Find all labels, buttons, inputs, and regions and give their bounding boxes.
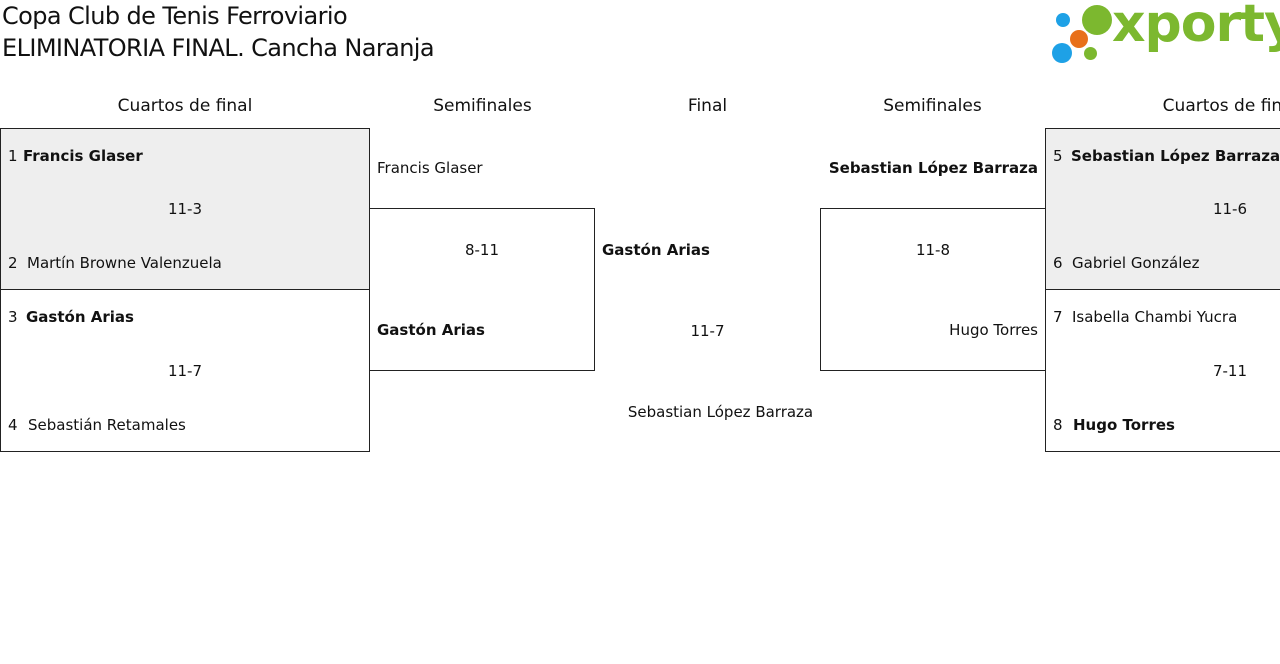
player-name: Martín Browne Valenzuela (27, 254, 222, 272)
match-score: 11-3 (167, 200, 203, 218)
round-header-right-semis: Semifinales (883, 96, 982, 116)
match-qf1[interactable]: 1 Francis Glaser 11-3 2 Martín Browne Va… (0, 128, 370, 290)
seed-number: 3 (8, 308, 18, 326)
logo-green-small-dot-icon (1084, 47, 1097, 60)
bracket-subtitle: ELIMINATORIA FINAL. Cancha Naranja (2, 34, 435, 62)
logo-blue-dot-icon (1056, 13, 1070, 27)
player-name: Hugo Torres (949, 321, 1038, 339)
seed-number: 1 (8, 147, 18, 165)
player-name: Gabriel González (1072, 254, 1200, 272)
match-qf2[interactable]: 3 Gastón Arias 11-7 4 Sebastián Retamale… (0, 289, 370, 452)
match-score: 11-7 (167, 362, 203, 380)
round-header-left-quarters: Cuartos de final (117, 96, 253, 116)
match-qf4[interactable]: 7 Isabella Chambi Yucra 7-11 8 Hugo Torr… (1045, 289, 1280, 452)
player-name-winner: Francis Glaser (23, 147, 143, 165)
seed-number: 2 (8, 254, 18, 272)
match-score: 7-11 (1212, 362, 1248, 380)
round-header-left-semis: Semifinales (433, 96, 532, 116)
logo-orange-dot-icon (1070, 30, 1088, 48)
final-player-top-winner: Gastón Arias (602, 241, 710, 259)
match-qf3[interactable]: 5 Sebastian López Barraza 11-6 6 Gabriel… (1045, 128, 1280, 290)
round-header-final: Final (687, 96, 728, 116)
player-name: Isabella Chambi Yucra (1072, 308, 1238, 326)
logo-green-dot-icon (1082, 5, 1112, 35)
seed-number: 5 (1053, 147, 1063, 165)
semifinal-right-player-top-winner: Sebastian López Barraza (828, 159, 1038, 177)
match-score: 8-11 (464, 241, 500, 259)
match-sf-left[interactable]: 8-11 Gastón Arias (369, 208, 595, 371)
seed-number: 7 (1053, 308, 1063, 326)
tournament-title: Copa Club de Tenis Ferroviario (2, 2, 348, 30)
player-name-winner: Sebastian López Barraza (1071, 147, 1280, 165)
logo-wordmark: xporty (1112, 0, 1280, 54)
xporty-logo: xporty (1050, 0, 1280, 68)
round-header-right-quarters: Cuartos de final (1162, 96, 1280, 116)
seed-number: 6 (1053, 254, 1063, 272)
semifinal-left-player-top: Francis Glaser (377, 159, 483, 177)
final-score: 11-7 (690, 322, 725, 340)
seed-number: 4 (8, 416, 18, 434)
match-sf-right[interactable]: 11-8 Hugo Torres (820, 208, 1046, 371)
player-name: Sebastián Retamales (28, 416, 186, 434)
player-name-winner: Hugo Torres (1073, 416, 1175, 434)
match-score: 11-6 (1212, 200, 1248, 218)
seed-number: 8 (1053, 416, 1063, 434)
match-score: 11-8 (915, 241, 951, 259)
player-name-winner: Gastón Arias (26, 308, 134, 326)
player-name-winner: Gastón Arias (377, 321, 485, 339)
final-player-bottom: Sebastian López Barraza (627, 403, 814, 421)
logo-blue-big-dot-icon (1052, 43, 1072, 63)
